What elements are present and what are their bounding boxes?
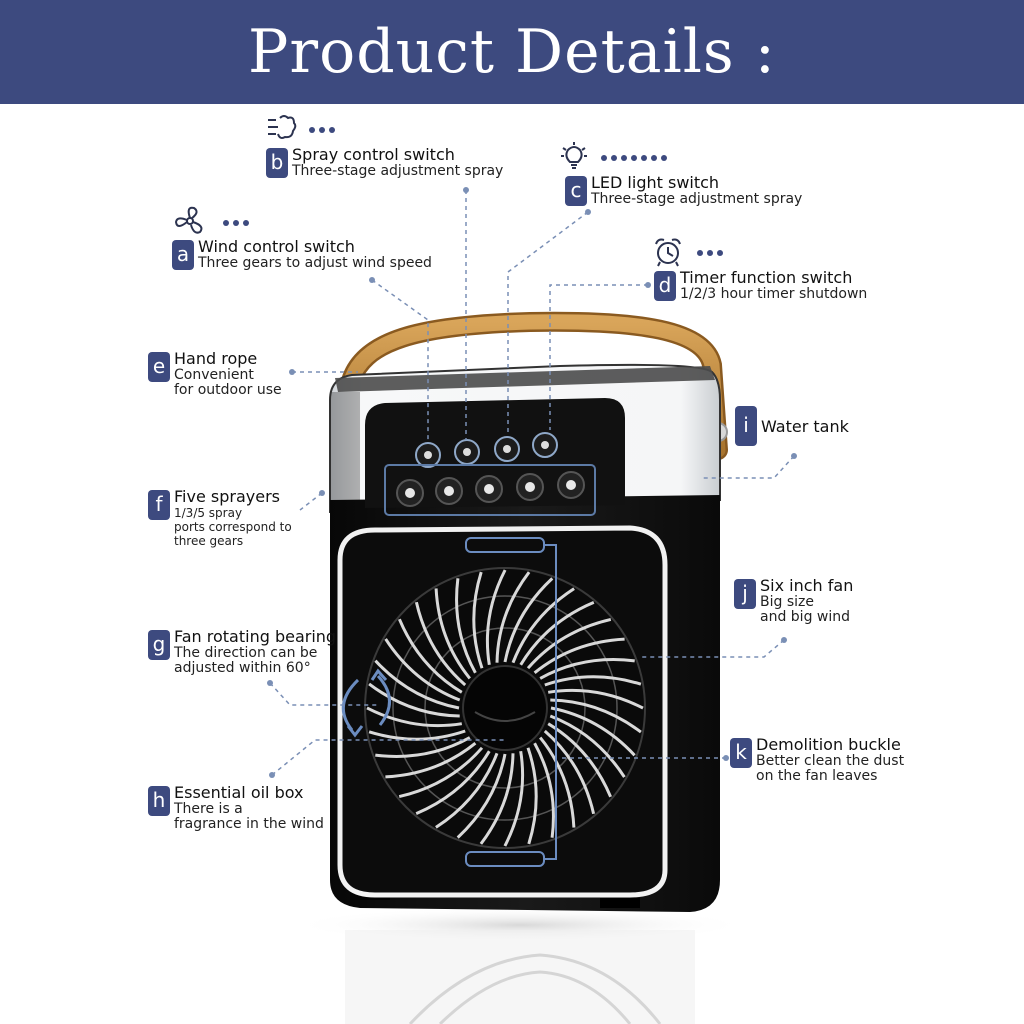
fan-grill-spoke [385,742,477,779]
fan-grill-spoke [549,714,626,778]
fan-grill-spoke [503,750,525,847]
feature-g: g Fan rotating bearing The direction can… [148,628,336,676]
feature-b: b Spray control switch Three-stage adjus… [266,146,503,179]
floor-reflection [290,907,750,1024]
fan-grill-spoke [435,752,499,829]
feature-d: d Timer function switch 1/2/3 hour timer… [654,269,867,302]
feature-j-desc-line-2: and big wind [760,609,851,625]
fan-grill-spoke [511,587,575,664]
fan-grill-spoke [533,742,555,838]
leader-lines [269,190,795,776]
fan-grill-spoke [526,617,612,670]
fan-grill-spoke [434,588,471,680]
feature-h-title: Essential oil box [174,783,304,802]
fan-grill-spoke [543,729,596,815]
feature-g-desc-line-2: adjusted within 60° [174,660,311,676]
feature-a: a Wind control switch Three gears to adj… [172,238,432,271]
feature-a-letter: a [172,240,194,270]
feature-d-desc: 1/2/3 hour timer shutdown [680,286,868,302]
header-banner: Product Details : [0,0,1024,104]
feature-j-desc-line-1: Big size [760,594,814,610]
fan-grill-spoke [479,753,515,845]
fan-grill-spoke [368,682,460,718]
five-sprayers [384,464,596,516]
fan-grill-spoke [547,688,644,710]
feature-j: j Six inch fan Big size and big wind [734,577,853,625]
fan-grill-spoke [414,601,467,687]
feature-j-title: Six inch fan [760,576,854,595]
fan-grill-spoke [539,736,576,828]
alarm-clock-icon [655,238,723,267]
feature-b-letter: b [266,148,288,178]
fan-grill-spoke [455,578,477,674]
fan-grill-spoke [526,747,538,845]
feature-c: c LED light switch Three-stage adjustmen… [565,174,802,207]
fan-grill-spoke [398,618,463,694]
feature-j-letter: j [734,579,756,609]
feature-a-desc: Three gears to adjust wind speed [198,255,432,271]
feature-h-desc-line-2: fragrance in the wind [174,816,324,832]
fan-grill-spoke [550,698,642,734]
feature-b-title: Spray control switch [292,145,455,164]
fan-grill-spoke [366,706,463,728]
feature-g-title: Fan rotating bearing [174,627,337,646]
fan-grill-spoke [398,746,484,799]
feature-e-desc-line-1: Convenient [174,367,254,383]
fan-grill-spoke [384,638,461,702]
fan-grill-spoke [375,736,471,758]
feature-f-desc-line-2: ports correspond to [174,520,292,534]
feature-f-desc-line-3: three gears [174,534,244,548]
feature-c-title: LED light switch [591,173,720,192]
fan-grill-spoke [503,577,554,663]
feature-k-letter: k [730,738,752,768]
leader-dots [267,187,797,778]
feature-i-letter: i [735,406,757,446]
feature-f: f Five sprayers 1/3/5 spray ports corres… [148,488,292,548]
fan-grill-spoke [495,571,531,663]
feature-d-title: Timer function switch [680,268,853,287]
fan-hub [462,665,548,751]
spray-icon [268,115,335,139]
fan-grill-spoke [539,658,635,680]
fan-grill-spoke [544,675,642,687]
fan-grill-spoke [550,706,636,757]
feature-c-desc: Three-stage adjustment spray [591,191,803,207]
fan-grill-spoke [368,729,466,741]
page-title: Product Details : [248,17,776,87]
feature-i-title: Water tank [761,417,849,436]
fan-grill-spoke [472,571,484,669]
demolition-buckle [465,537,557,867]
feature-k: k Demolition buckle Better clean the dus… [730,736,904,784]
feature-f-desc-line-1: 1/3/5 spray [174,506,243,520]
feature-i: i Water tank [735,404,849,446]
feature-h-desc-line-1: There is a [174,801,243,817]
fan-grill-spoke [456,753,507,839]
light-bulb-icon [561,142,667,169]
feature-k-desc-line-1: Better clean the dust [756,753,905,769]
feature-f-letter: f [148,490,170,520]
fan-grill-spoke [485,569,507,666]
feature-k-desc-line-2: on the fan leaves [756,768,878,784]
fan-grill-spoke [533,637,625,674]
feature-d-letter: d [654,271,676,301]
feature-e-letter: e [148,352,170,382]
feature-f-title: Five sprayers [174,487,280,506]
feature-h-letter: h [148,786,170,816]
feature-e-title: Hand rope [174,349,258,368]
feature-h: h Essential oil box There is a fragrance… [148,784,324,832]
feature-g-desc-line-1: The direction can be [174,645,318,661]
fan-grill-spoke [374,659,460,710]
fan-grill-spoke [519,601,595,666]
fan-grill-spoke [415,750,491,815]
feature-g-letter: g [148,630,170,660]
feature-e-desc-line-2: for outdoor use [174,382,282,398]
feature-b-desc: Three-stage adjustment spray [292,163,504,179]
feature-c-letter: c [565,176,587,206]
fan-icon [174,206,249,234]
feature-a-title: Wind control switch [198,237,355,256]
feature-e: e Hand rope Convenient for outdoor use [148,350,282,398]
feature-k-title: Demolition buckle [756,735,901,754]
